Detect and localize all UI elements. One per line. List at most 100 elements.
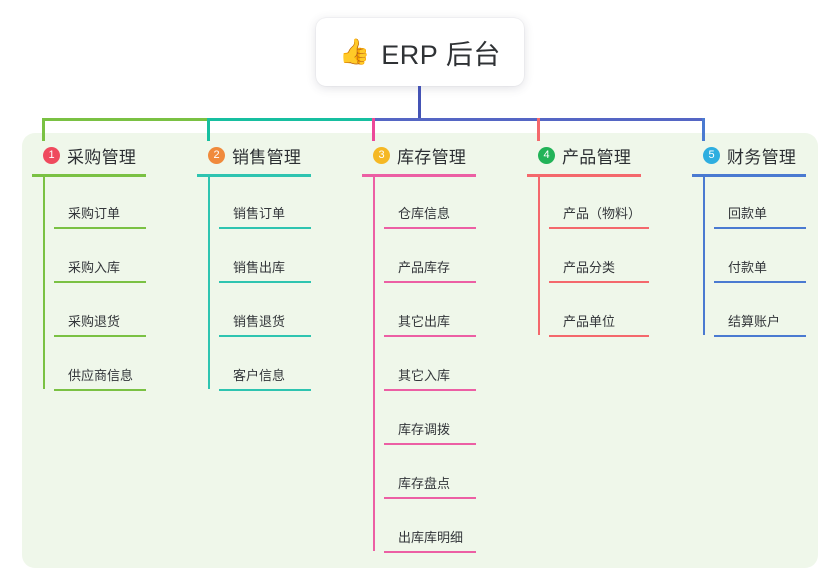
branch-header-财务管理[interactable]: 5 财务管理: [692, 143, 796, 167]
branch-number-badge: 1: [43, 146, 60, 164]
connector-drop-4: [536, 118, 540, 141]
branch-title: 产品管理: [562, 147, 632, 167]
leaf-node[interactable]: 产品库存: [384, 259, 476, 283]
leaf-node[interactable]: 结算账户: [714, 313, 806, 337]
leaf-node-label: 付款单: [728, 260, 768, 275]
branch-column-2: 2 销售管理销售订单销售出库销售退货客户信息: [197, 143, 311, 391]
leaf-node[interactable]: 采购退货: [54, 313, 146, 337]
leaf-node-underline: [384, 281, 476, 283]
leaf-node-underline: [54, 335, 146, 337]
leaf-node-label: 客户信息: [233, 368, 286, 383]
branch-title: 库存管理: [397, 147, 467, 167]
branch-spine: [703, 174, 705, 335]
leaf-node-underline: [384, 227, 476, 229]
branch-underline: [692, 174, 806, 177]
leaf-node-underline: [549, 281, 649, 283]
branch-spine: [43, 174, 45, 389]
branch-header-销售管理[interactable]: 2 销售管理: [197, 143, 301, 167]
leaf-node[interactable]: 客户信息: [219, 367, 311, 391]
leaf-node-underline: [54, 281, 146, 283]
leaf-node-label: 供应商信息: [68, 368, 134, 383]
leaf-node-underline: [219, 389, 311, 391]
branch-column-5: 5 财务管理回款单付款单结算账户: [692, 143, 806, 337]
branch-column-1: 1 采购管理采购订单采购入库采购退货供应商信息: [32, 143, 146, 391]
leaf-node-underline: [54, 389, 146, 391]
leaf-node[interactable]: 库存盘点: [384, 475, 476, 499]
leaf-node-underline: [384, 551, 476, 553]
branch-title: 销售管理: [232, 147, 302, 167]
leaf-node-underline: [384, 443, 476, 445]
leaf-node[interactable]: 产品单位: [549, 313, 649, 337]
leaf-node-underline: [384, 497, 476, 499]
leaf-node-underline: [384, 389, 476, 391]
leaf-node-label: 回款单: [728, 206, 768, 221]
leaf-node[interactable]: 其它入库: [384, 367, 476, 391]
branch-header-产品管理[interactable]: 4 产品管理: [527, 143, 631, 167]
leaf-node-label: 结算账户: [728, 314, 781, 329]
branch-underline: [362, 174, 476, 177]
connector-drop-2: [206, 118, 210, 141]
leaf-node-label: 销售订单: [233, 206, 286, 221]
branch-spine: [208, 174, 210, 389]
leaf-node-label: 采购订单: [68, 206, 121, 221]
bus-segment-mid: [206, 118, 375, 121]
leaf-node-label: 产品单位: [563, 314, 616, 329]
leaf-node[interactable]: 销售订单: [219, 205, 311, 229]
root-node-content: 👍 ERP 后台: [339, 33, 501, 72]
connector-drop-5: [701, 118, 705, 141]
leaf-node-underline: [714, 281, 806, 283]
leaf-node-label: 仓库信息: [398, 206, 451, 221]
branch-underline: [32, 174, 146, 177]
leaf-node[interactable]: 采购入库: [54, 259, 146, 283]
leaf-node[interactable]: 产品分类: [549, 259, 649, 283]
branch-number-badge: 3: [373, 146, 390, 164]
leaf-node[interactable]: 其它出库: [384, 313, 476, 337]
leaf-node[interactable]: 销售出库: [219, 259, 311, 283]
connector-drop-1: [41, 118, 45, 141]
leaf-node-label: 库存调拨: [398, 422, 451, 437]
leaf-node[interactable]: 产品（物料）: [549, 205, 649, 229]
branch-underline: [197, 174, 311, 177]
leaf-node-underline: [549, 335, 649, 337]
leaf-node[interactable]: 库存调拨: [384, 421, 476, 445]
branch-column-4: 4 产品管理产品（物料） 产品分类产品单位: [527, 143, 649, 337]
leaf-node[interactable]: 出库库明细: [384, 529, 476, 553]
leaf-node-label: 销售退货: [233, 314, 286, 329]
leaf-node-label: 采购入库: [68, 260, 121, 275]
leaf-node-label: 销售出库: [233, 260, 286, 275]
leaf-node[interactable]: 回款单: [714, 205, 806, 229]
branch-title: 财务管理: [727, 147, 797, 167]
leaf-node-underline: [384, 335, 476, 337]
branch-underline: [527, 174, 641, 177]
leaf-node-underline: [714, 335, 806, 337]
leaf-node[interactable]: 仓库信息: [384, 205, 476, 229]
leaf-node-label: 产品分类: [563, 260, 616, 275]
branch-header-采购管理[interactable]: 1 采购管理: [32, 143, 136, 167]
leaf-node-label: 出库库明细: [398, 530, 464, 545]
branch-spine: [538, 174, 540, 335]
leaf-node-label: 其它出库: [398, 314, 451, 329]
branch-number-badge: 5: [703, 146, 720, 164]
leaf-node-underline: [549, 227, 649, 229]
branch-number-badge: 2: [208, 146, 225, 164]
branch-number-badge: 4: [538, 146, 555, 164]
leaf-node[interactable]: 供应商信息: [54, 367, 146, 391]
branch-header-库存管理[interactable]: 3 库存管理: [362, 143, 466, 167]
connector-drop-3: [371, 118, 375, 141]
leaf-node-underline: [219, 281, 311, 283]
root-node-title: ERP 后台: [381, 39, 501, 70]
leaf-node[interactable]: 销售退货: [219, 313, 311, 337]
leaf-node[interactable]: 采购订单: [54, 205, 146, 229]
root-node-erp-backend[interactable]: 👍 ERP 后台: [316, 18, 524, 86]
leaf-node-label: 产品库存: [398, 260, 451, 275]
leaf-node-label: 其它入库: [398, 368, 451, 383]
branch-spine: [373, 174, 375, 551]
diagram-panel: [22, 133, 818, 568]
leaf-node-label: 产品（物料）: [563, 206, 642, 221]
leaf-node[interactable]: 付款单: [714, 259, 806, 283]
leaf-node-underline: [714, 227, 806, 229]
branch-title: 采购管理: [67, 147, 137, 167]
leaf-node-underline: [54, 227, 146, 229]
branch-column-3: 3 库存管理仓库信息产品库存其它出库其它入库库存调拨库存盘点出库库明细: [362, 143, 476, 553]
